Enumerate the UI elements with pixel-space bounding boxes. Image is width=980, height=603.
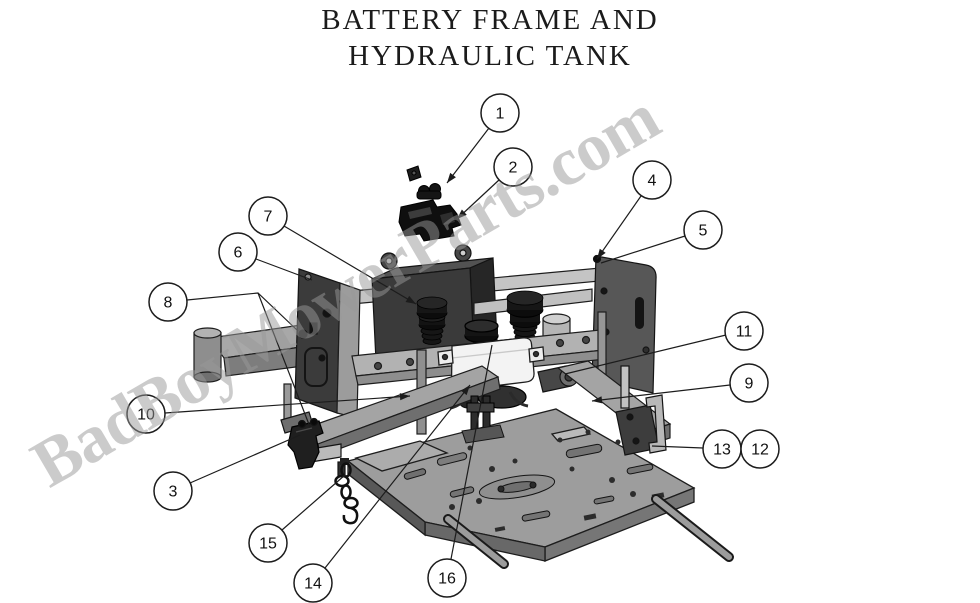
callout-10-arrowhead — [399, 393, 410, 401]
callout-15-number: 15 — [259, 536, 277, 553]
callout-10-number: 10 — [137, 407, 155, 424]
floor-pan-cutouts — [403, 429, 665, 532]
callout-3-leader — [189, 434, 301, 484]
callout-3-circle — [153, 471, 193, 511]
battery-clip-part — [406, 165, 422, 182]
caster-mount — [615, 365, 667, 456]
front-latch-bracket — [280, 411, 346, 477]
callout-4-arrowhead — [597, 248, 606, 259]
callout-16-circle — [427, 558, 467, 598]
callout-14-leader — [324, 384, 471, 569]
callout-4-leader — [596, 195, 642, 260]
callout-12-circle — [740, 429, 780, 469]
callout-6-number: 6 — [234, 245, 243, 262]
callout-7-number: 7 — [264, 209, 273, 226]
left-lower-rail — [298, 365, 501, 457]
page-title-line1: BATTERY FRAME AND — [321, 4, 659, 36]
callout-16-leader — [450, 344, 493, 560]
right-frame-plate — [591, 254, 657, 394]
callout-9-arrowhead — [592, 396, 603, 404]
page-title-line2: HYDRAULIC TANK — [348, 40, 632, 72]
callout-13-number: 13 — [713, 442, 731, 459]
callout-8-leader — [257, 292, 311, 428]
callout-7-circle — [248, 196, 288, 236]
callout-7-leader — [283, 225, 417, 305]
callout-4-circle — [632, 160, 672, 200]
callout-9-circle — [729, 363, 769, 403]
wingnut-part — [416, 183, 442, 200]
page-title: BATTERY FRAME AND HYDRAULIC TANK — [0, 2, 980, 74]
callout-2-number: 2 — [509, 160, 518, 177]
callout-14-number: 14 — [304, 576, 322, 593]
callout-2-arrowhead — [457, 209, 467, 219]
callout-16-number: 16 — [438, 571, 456, 588]
callout-14-circle — [293, 563, 333, 603]
callout-6-circle — [218, 232, 258, 272]
callout-7-arrowhead — [405, 295, 416, 304]
callout-11-circle — [724, 311, 764, 351]
callout-11-number: 11 — [736, 324, 753, 341]
hydraulic-tank — [437, 319, 545, 391]
callout-14-arrowhead — [460, 385, 470, 396]
callout-1-circle — [480, 93, 520, 133]
callout-5-number: 5 — [699, 223, 708, 240]
callout-10-leader — [164, 395, 411, 414]
left-frame-plate — [294, 268, 361, 419]
callout-9-number: 9 — [745, 376, 754, 393]
callout-2-circle — [493, 147, 533, 187]
rubber-isolator-left — [416, 296, 448, 345]
callout-4-number: 4 — [648, 173, 657, 190]
callout-10-circle — [126, 394, 166, 434]
callout-1-leader — [446, 127, 490, 184]
support-rod-right — [651, 494, 734, 562]
hold-down-bracket-part — [398, 199, 462, 242]
callout-8-leader — [186, 292, 299, 332]
callout-15-leader — [281, 474, 346, 531]
callout-5-circle — [683, 210, 723, 250]
callout-8-number: 8 — [164, 295, 173, 312]
callout-6-leader — [255, 258, 313, 281]
callout-11-leader — [564, 334, 727, 375]
callout-8-circle — [148, 282, 188, 322]
callout-1-number: 1 — [496, 106, 505, 123]
callout-1-arrowhead — [447, 172, 456, 183]
callout-9-leader — [591, 384, 731, 402]
callout-15-circle — [248, 523, 288, 563]
rubber-isolator-right — [506, 290, 544, 342]
callout-13-leader — [651, 445, 704, 449]
retaining-chain — [334, 458, 359, 525]
callout-12-number: 12 — [751, 442, 769, 459]
callout-3-number: 3 — [169, 484, 178, 501]
callout-5-leader — [600, 235, 686, 264]
